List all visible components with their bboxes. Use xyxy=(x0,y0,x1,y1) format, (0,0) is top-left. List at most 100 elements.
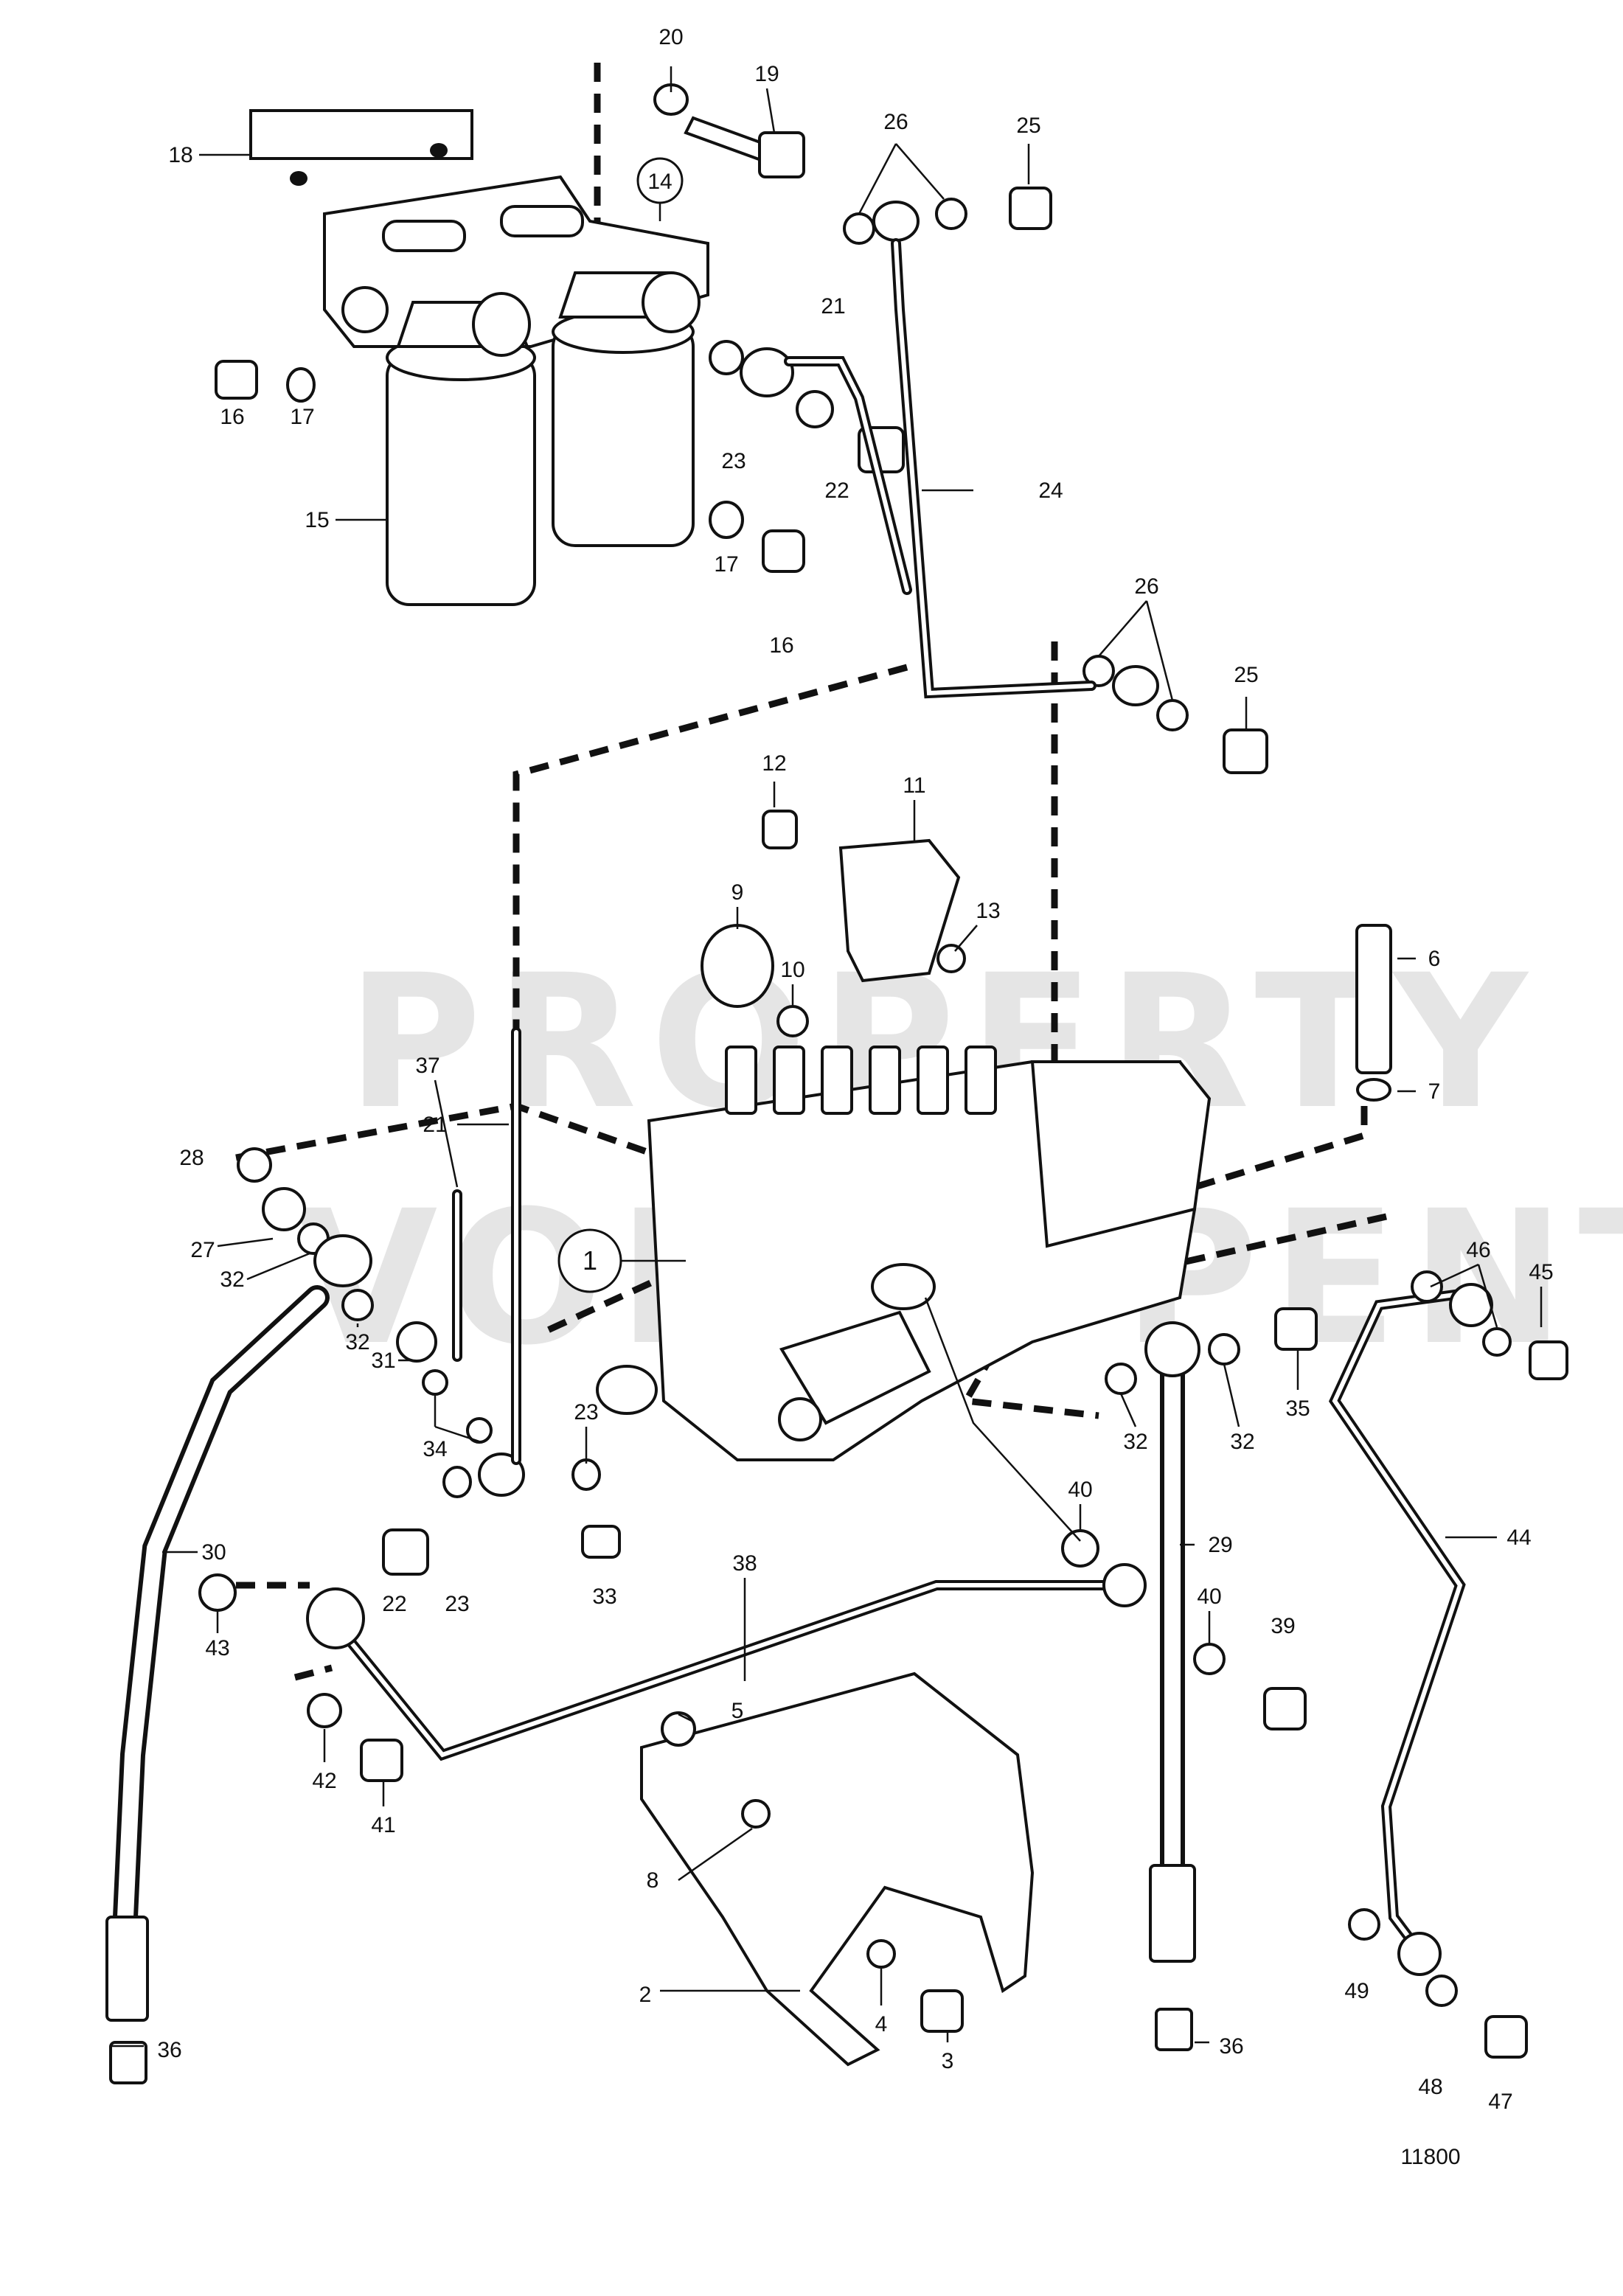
callout-15: 15 xyxy=(305,508,329,532)
bolt-3 xyxy=(920,1989,964,2033)
washer-4 xyxy=(866,1939,896,1969)
washer-42 xyxy=(307,1693,342,1728)
bolt-35 xyxy=(1274,1307,1318,1351)
union-27 xyxy=(262,1187,306,1231)
callout-2: 2 xyxy=(639,1983,652,2007)
callout-21-lower: 21 xyxy=(423,1113,447,1137)
lower-fittings xyxy=(198,1270,1568,2059)
banjo-fitting xyxy=(1397,1932,1442,1976)
callout-11: 11 xyxy=(903,773,925,798)
callout-43: 43 xyxy=(205,1636,229,1660)
filter-port-left xyxy=(341,286,389,333)
fasteners xyxy=(215,83,1392,1102)
callout-45: 45 xyxy=(1529,1260,1553,1284)
callout-6: 6 xyxy=(1428,947,1441,971)
callout-37: 37 xyxy=(415,1054,439,1078)
callout-24: 24 xyxy=(1038,479,1063,503)
callout-circle-1 xyxy=(557,1228,622,1293)
pump-element xyxy=(821,1046,853,1115)
callout-5: 5 xyxy=(731,1699,744,1723)
callout-26-lower: 26 xyxy=(1134,574,1158,599)
banjo-fitting xyxy=(1449,1283,1493,1327)
washer-23 xyxy=(709,340,744,375)
callout-31: 31 xyxy=(371,1349,395,1373)
callout-42: 42 xyxy=(312,1769,336,1793)
callout-32-b: 32 xyxy=(345,1330,369,1354)
pump-element xyxy=(725,1046,757,1115)
plug-16 xyxy=(215,360,258,400)
pump-governor-housing xyxy=(1030,1060,1212,1248)
callout-9: 9 xyxy=(731,880,744,905)
callout-23-lower: 23 xyxy=(445,1592,469,1616)
injection-pump-1 xyxy=(596,1046,1212,1461)
stud-8 xyxy=(741,1799,771,1829)
callout-14: 14 xyxy=(647,170,672,194)
washer-23 xyxy=(796,390,834,428)
washer-13 xyxy=(936,944,966,973)
cover-9 xyxy=(701,924,774,1008)
stud-5 xyxy=(661,1711,696,1747)
callout-18: 18 xyxy=(168,143,192,167)
callout-30: 30 xyxy=(201,1540,226,1565)
callout-48: 48 xyxy=(1418,2075,1442,2099)
washer-32 xyxy=(341,1289,374,1321)
nipple-36 xyxy=(1155,2008,1193,2051)
bolt-33 xyxy=(581,1525,621,1559)
banjo-fitting xyxy=(1112,665,1159,706)
callout-labels: 1 2 3 4 5 6 7 8 9 10 11 12 13 14 15 16 1… xyxy=(157,25,1553,2114)
circled-callouts xyxy=(557,157,684,1293)
callout-1: 1 xyxy=(583,1245,597,1276)
callout-10: 10 xyxy=(780,958,804,982)
callout-19: 19 xyxy=(754,62,779,86)
banjo-fitting xyxy=(872,201,920,242)
callout-23-upper: 23 xyxy=(721,449,746,473)
callout-29: 29 xyxy=(1208,1533,1232,1557)
bolt-25 xyxy=(1009,187,1052,230)
washer-17 xyxy=(286,367,316,403)
washer-32 xyxy=(1105,1363,1137,1395)
fuel-hoses xyxy=(105,1285,1318,2084)
washer-40 xyxy=(1193,1643,1226,1675)
washer-40 xyxy=(1061,1529,1099,1568)
callout-13: 13 xyxy=(976,899,1000,923)
callout-47: 47 xyxy=(1488,2090,1512,2114)
filter-canister-rear xyxy=(552,323,695,547)
callout-35: 35 xyxy=(1285,1396,1310,1421)
callout-23-mid: 23 xyxy=(574,1400,598,1424)
callout-44: 44 xyxy=(1506,1526,1531,1550)
guide-line-banjo-42 xyxy=(293,1664,333,1681)
callout-38: 38 xyxy=(732,1551,757,1576)
bracket-body xyxy=(640,1671,1035,2067)
bolt-39 xyxy=(1263,1687,1307,1730)
washer-17 xyxy=(709,501,744,539)
bracket-hole xyxy=(290,171,307,186)
bolt-19-head xyxy=(758,131,805,178)
washer-48 xyxy=(1425,1975,1458,2007)
callout-33: 33 xyxy=(592,1584,616,1609)
callout-3: 3 xyxy=(942,2049,954,2073)
banjo-fitting xyxy=(1102,1563,1147,1607)
filter-canister-15 xyxy=(386,352,536,606)
pump-element xyxy=(869,1046,901,1115)
callout-20: 20 xyxy=(658,25,683,49)
pump-element xyxy=(773,1046,805,1115)
bracket-18 xyxy=(249,109,473,160)
hose-30-end xyxy=(105,1916,149,2022)
banjo-fitting xyxy=(478,1453,525,1497)
bolt-22 xyxy=(382,1528,429,1576)
callout-circle-14 xyxy=(636,157,684,204)
callout-32-a: 32 xyxy=(220,1267,244,1292)
pump-bracket-2 xyxy=(640,1671,1035,2067)
pump-feed-unit xyxy=(779,1310,931,1425)
banjo-fitting xyxy=(1144,1321,1200,1377)
filter-port xyxy=(642,271,701,333)
callout-40-a: 40 xyxy=(1068,1478,1092,1502)
washer-46 xyxy=(1482,1327,1512,1357)
callout-39: 39 xyxy=(1271,1614,1295,1638)
filter-head-slot xyxy=(382,220,466,252)
washer-26 xyxy=(935,198,967,230)
callout-17-left: 17 xyxy=(290,405,314,429)
callout-8: 8 xyxy=(647,1868,659,1893)
bolt-41 xyxy=(360,1739,403,1782)
